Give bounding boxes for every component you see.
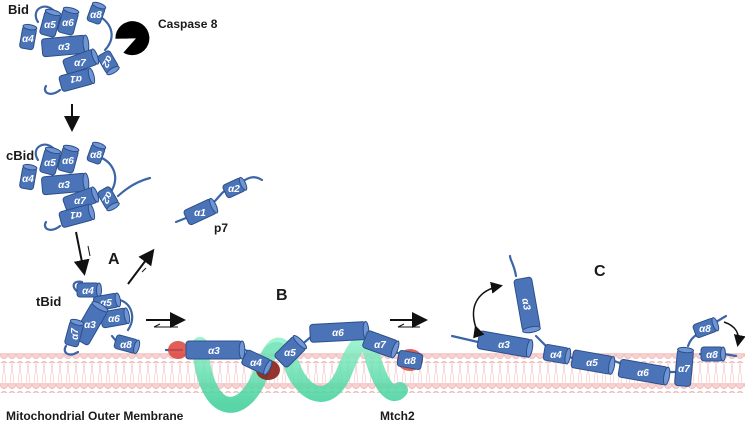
cbid-helix-a3: α3 [58, 180, 70, 191]
bid-helix-a2: α2 [99, 53, 115, 69]
b-helix-a4: α4 [250, 358, 262, 369]
cbid-helix-a8: α8 [90, 150, 102, 161]
step-c-label: C [594, 263, 606, 280]
step-a-label: A [108, 251, 120, 268]
cbid-helix-a5: α5 [44, 158, 56, 169]
tbid-protein: α4 α5 α6 α3 α7 α8 [63, 280, 141, 356]
p7-label: p7 [214, 221, 228, 235]
caspase-8-label: Caspase 8 [158, 17, 218, 31]
p7-release-arrow [127, 248, 155, 285]
tbid-membrane-bound-b: α3 α4 α5 α6 α7 α8 [164, 321, 424, 380]
cbid-to-tbid-arrow [73, 231, 90, 276]
bid-helix-a4: α4 [22, 34, 34, 45]
membrane-label: Mitochondrial Outer Membrane [6, 409, 184, 423]
bid-helix-a3: α3 [58, 42, 70, 53]
bid-protein: α4 α5 α6 α8 α3 α7 α1 α2 [19, 1, 120, 95]
c-helix-a3a: α3 [498, 340, 510, 351]
c-helix-a6: α6 [637, 368, 649, 379]
tbid-helix-a8: α8 [120, 340, 132, 351]
p7-helix-a1: α1 [194, 208, 206, 219]
b-helix-a5: α5 [284, 348, 296, 359]
tbid-label: tBid [36, 294, 61, 309]
step-b-label: B [276, 287, 288, 304]
cbid-helix-a2: α2 [99, 189, 115, 205]
cbid-helix-a4: α4 [22, 174, 34, 185]
tbid-helix-a6: α6 [108, 314, 120, 325]
mtch2-label: Mtch2 [380, 409, 415, 423]
rotation-arrow-a8 [723, 321, 745, 347]
tbid-helix-a4: α4 [82, 286, 94, 297]
b-helix-a3: α3 [208, 346, 220, 357]
cbid-helix-a6: α6 [62, 156, 74, 167]
p7-helix-a2: α2 [228, 184, 240, 195]
reverse-arrow-small [87, 245, 91, 257]
c-helix-a5: α5 [586, 358, 598, 369]
bid-label: Bid [8, 2, 29, 17]
bid-helix-a6: α6 [62, 18, 74, 29]
c-helix-a8a: α8 [699, 324, 711, 335]
bid-helix-a5: α5 [44, 20, 56, 31]
c-helix-a8b: α8 [706, 350, 718, 361]
bid-helix-a8: α8 [90, 10, 102, 21]
p7-fragment: α1 α2 [174, 176, 264, 226]
cbid-helix-a1: α1 [70, 209, 82, 220]
cbid-helix-a7: α7 [74, 196, 86, 207]
equilibrium-arrow-2 [390, 312, 428, 328]
tbid-helix-a3: α3 [84, 320, 96, 331]
tbid-helix-a7: α7 [70, 328, 81, 340]
c-helix-a4: α4 [550, 350, 562, 361]
b-helix-a6: α6 [332, 328, 344, 339]
bid-helix-a1: α1 [70, 73, 82, 84]
c-helix-a3b: α3 [519, 298, 532, 312]
caspase-8-icon [115, 21, 150, 56]
b-helix-a8: α8 [404, 356, 416, 367]
bid-helix-a7: α7 [74, 58, 86, 69]
rotation-arrow-a3 [472, 281, 503, 339]
cbid-label: cBid [6, 148, 34, 163]
tbid-helix-a5: α5 [100, 298, 112, 309]
c-helix-a7: α7 [678, 364, 690, 375]
cbid-protein: α4 α5 α6 α8 α3 α7 α1 α2 [19, 141, 152, 231]
equilibrium-arrow-1 [146, 312, 186, 328]
b-helix-a7: α7 [374, 340, 386, 351]
